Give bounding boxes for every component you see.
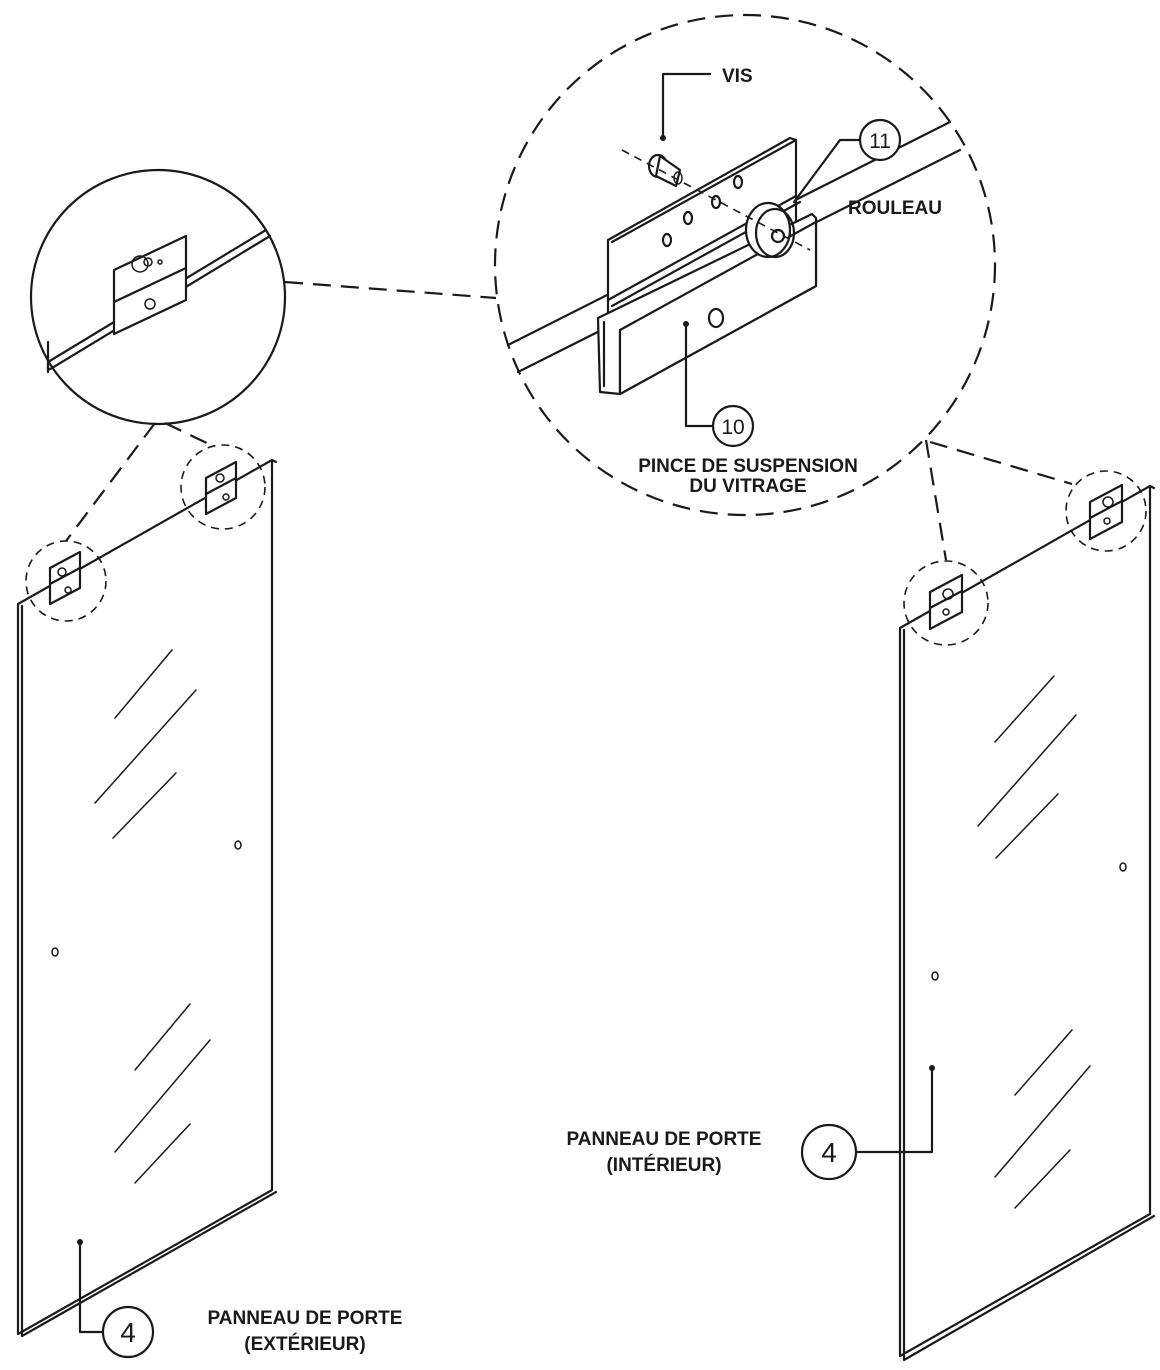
label-panel-int-line1: PANNEAU DE PORTE bbox=[567, 1129, 762, 1150]
label-rouleau: ROULEAU bbox=[848, 198, 942, 219]
label-vis: VIS bbox=[722, 66, 753, 87]
roller bbox=[744, 201, 796, 259]
label-panel-int-line2: (INTÉRIEUR) bbox=[606, 1154, 721, 1176]
door-panel-exterior bbox=[16, 444, 278, 1338]
svg-text:10: 10 bbox=[721, 416, 744, 439]
panel-hole bbox=[234, 840, 242, 850]
svg-text:4: 4 bbox=[120, 1317, 136, 1348]
svg-text:11: 11 bbox=[869, 130, 891, 153]
door-panel-interior bbox=[854, 470, 1156, 1362]
panel-hole bbox=[931, 971, 939, 981]
panel-clamp bbox=[48, 550, 82, 606]
panel-clamp bbox=[928, 573, 964, 631]
detail-marker bbox=[180, 444, 266, 530]
callout-panel-interior: 4 bbox=[800, 1123, 858, 1181]
panel-clamp bbox=[204, 460, 238, 516]
panel-hole bbox=[51, 947, 59, 957]
glass-reflection-marks bbox=[977, 675, 1091, 1209]
svg-text:4: 4 bbox=[821, 1137, 837, 1168]
callout-clamp: 10 bbox=[711, 404, 755, 448]
detail-marker bbox=[903, 560, 989, 646]
label-pince-line1: PINCE DE SUSPENSION bbox=[638, 456, 858, 477]
callout-roller: 11 bbox=[858, 118, 902, 162]
callout-panel-exterior: 4 bbox=[101, 1305, 155, 1359]
panel-clamp bbox=[1088, 483, 1124, 541]
small-detail-view bbox=[29, 168, 287, 426]
detail-marker bbox=[1065, 470, 1147, 552]
label-pince-line2: DU VITRAGE bbox=[689, 476, 806, 497]
label-panel-ext-line2: (EXTÉRIEUR) bbox=[244, 1333, 365, 1355]
panel-hole bbox=[1119, 862, 1127, 872]
glass-reflection-marks bbox=[94, 649, 211, 1184]
label-panel-ext-line1: PANNEAU DE PORTE bbox=[208, 1308, 403, 1329]
